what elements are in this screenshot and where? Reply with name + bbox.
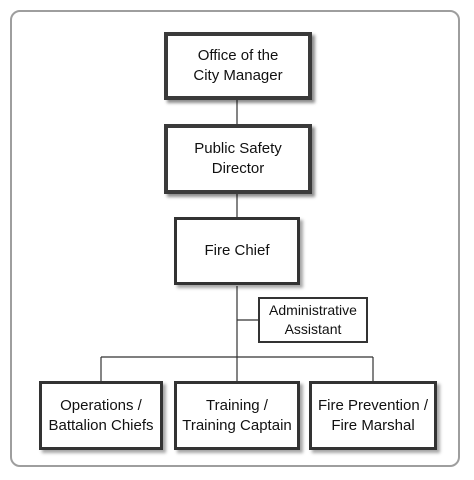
node-fire-prevention: Fire Prevention / Fire Marshal — [309, 381, 437, 450]
node-fire-prevention-label: Fire Prevention / Fire Marshal — [317, 396, 429, 434]
node-operations-label: Operations / Battalion Chiefs — [48, 396, 154, 434]
node-public-safety-director: Public Safety Director — [164, 124, 312, 194]
node-administrative-assistant: Administrative Assistant — [258, 297, 368, 343]
node-operations: Operations / Battalion Chiefs — [39, 381, 163, 450]
node-training: Training / Training Captain — [174, 381, 300, 450]
node-public-safety-director-label: Public Safety Director — [194, 140, 282, 177]
node-administrative-assistant-label: Administrative Assistant — [269, 302, 357, 337]
node-fire-chief: Fire Chief — [174, 217, 300, 285]
node-city-manager-label: Office of the City Manager — [193, 47, 283, 84]
node-fire-chief-label: Fire Chief — [204, 242, 270, 259]
node-training-label: Training / Training Captain — [182, 396, 292, 434]
node-city-manager: Office of the City Manager — [164, 32, 312, 100]
